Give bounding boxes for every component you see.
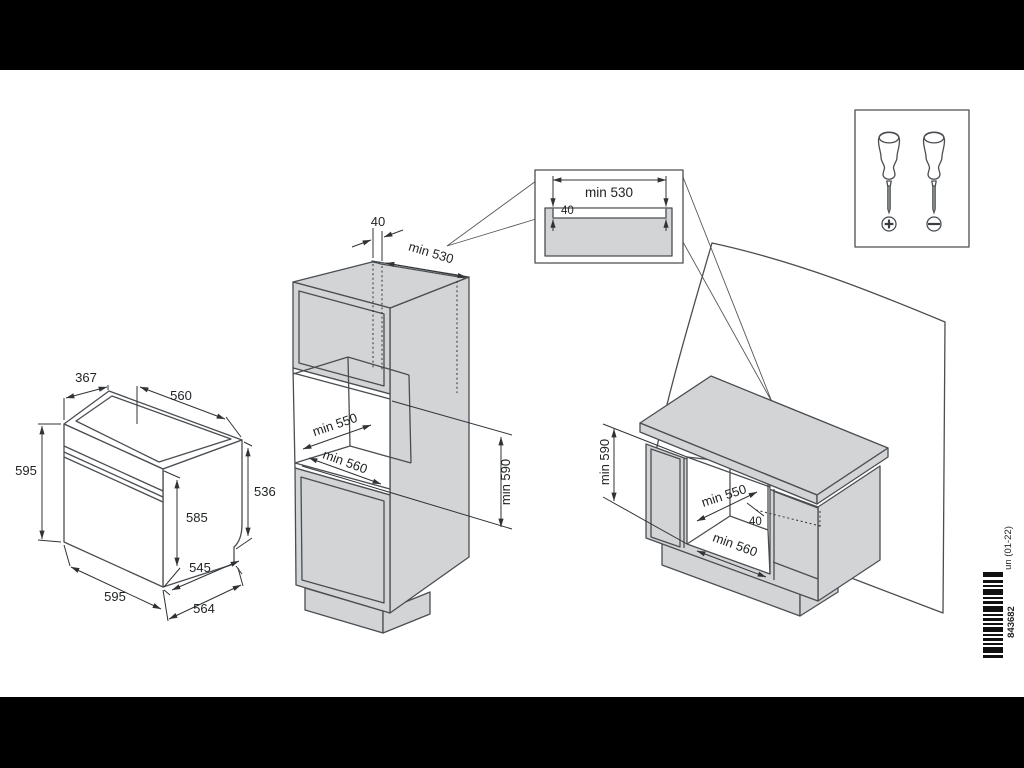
- tall-cabinet-diagram: 40 min 530 min 550 min 560 min 590: [292, 214, 513, 634]
- inset-slot-cutout: [553, 208, 666, 218]
- inset-leader-right: [682, 176, 773, 403]
- oven-control-panel-line: [63, 445, 164, 492]
- base-drawer-lines: [772, 489, 819, 580]
- dim-tall-niche-height: min 590: [498, 459, 513, 505]
- dim-oven-top-depth: 367: [75, 370, 97, 385]
- tools-frame: [854, 109, 970, 248]
- dim-oven-top-width: 560: [170, 388, 192, 403]
- tall-plinth-side: [382, 591, 431, 634]
- dim-oven-total-depth: 564: [193, 601, 215, 616]
- print-code: un (01-22): [1003, 526, 1014, 570]
- countertop-end-edge: [816, 447, 889, 505]
- vent-slot-detail-inset: min 530 40: [446, 169, 773, 403]
- required-tools-box: [854, 109, 970, 248]
- tall-lower-door: [294, 467, 391, 614]
- dim-oven-front-width: 595: [104, 589, 126, 604]
- inset-leader-left: [446, 180, 537, 247]
- slotted-screwdriver-icon: [922, 131, 946, 232]
- phillips-screw-head: [884, 219, 894, 229]
- dim-oven-door-height: 585: [186, 510, 208, 525]
- dim-base-vent-gap: 40: [749, 516, 762, 528]
- dim-oven-body-height: 536: [254, 484, 276, 499]
- dim-oven-front-height: 595: [15, 463, 37, 478]
- base-left-door: [650, 448, 681, 548]
- dim-base-niche-height: min 590: [597, 439, 612, 485]
- oven-front-face: [63, 423, 164, 588]
- oven-dimension-diagram: 367 560 595 585 536 545 595 564: [15, 370, 276, 622]
- dim-inset-slot-length: min 530: [585, 185, 633, 200]
- phillips-screwdriver-icon: [877, 131, 901, 232]
- dim-inset-slot-depth: 40: [561, 205, 574, 217]
- oven-door-trim: [63, 451, 164, 503]
- dim-oven-body-depth: 545: [189, 560, 211, 575]
- oven-top-recess: [75, 395, 232, 463]
- letterbox-top: [0, 0, 1024, 70]
- base-cabinet-diagram: min 590 min 550 40 min 560: [597, 375, 889, 617]
- tall-niche-interior: [292, 356, 412, 464]
- oven-side-face: [162, 439, 243, 588]
- barcode-number: 843682: [1006, 606, 1017, 638]
- page-footer: un (01-22) 843682: [983, 526, 1017, 658]
- vent-slot-hidden-edges: [372, 264, 458, 393]
- barcode: 843682: [983, 572, 1017, 658]
- letterbox-bottom: [0, 697, 1024, 768]
- dim-tall-vent-gap: 40: [371, 214, 385, 229]
